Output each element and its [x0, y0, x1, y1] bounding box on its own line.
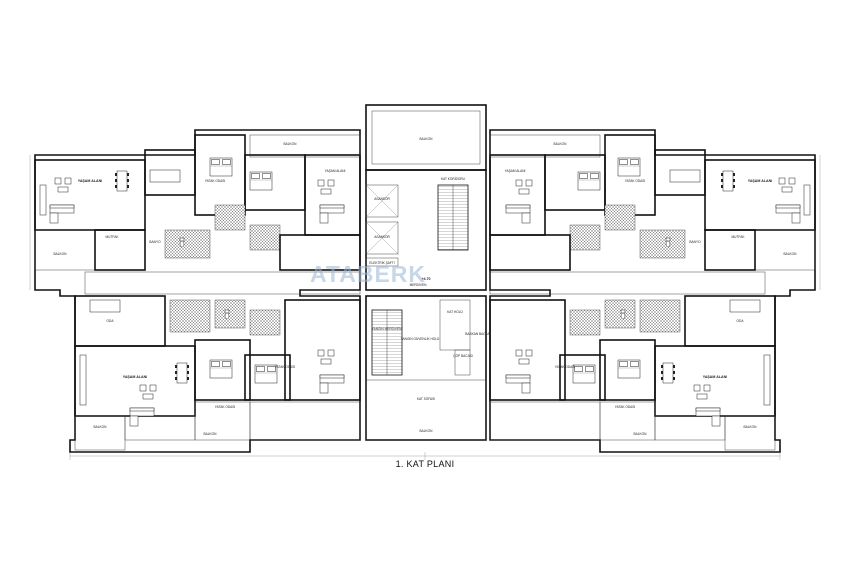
room-label: YATAK ODASI	[275, 365, 296, 369]
left-half-plan: YAŞAM ALANI YATAK ODASI MUTFAK BALKON BA…	[34, 129, 361, 453]
core-label: MERDİVEN	[410, 282, 428, 287]
core-label: KAT SOFASI	[417, 397, 435, 401]
room-label: YATAK ODASI	[205, 179, 226, 183]
core-label: ASANSÖR	[374, 197, 390, 201]
room-label: YAŞAM ALANI	[78, 179, 103, 183]
core-label: ÇÖP BACASI	[453, 354, 473, 358]
plan-title: 1. KAT PLANI	[396, 459, 455, 469]
room-label: YATAK ODASI	[615, 405, 636, 409]
room-label: BALKON	[634, 432, 648, 436]
core-label: KAT KORİDORU	[441, 176, 466, 181]
core-label: KAT HOLÜ	[447, 310, 463, 314]
room-label: ODA	[107, 319, 115, 323]
room-label: BALKON	[554, 142, 568, 146]
room-label: YAŞAM ALANI	[325, 169, 346, 173]
room-label: MUTFAK	[106, 235, 120, 239]
room-label: YAŞAM ALANI	[505, 169, 526, 173]
room-label: YATAK ODASI	[215, 405, 236, 409]
room-label: YATAK ODASI	[555, 365, 576, 369]
room-label: ODA	[737, 319, 745, 323]
core-label: BALKON	[420, 137, 434, 141]
room-label: BALKON	[94, 425, 108, 429]
right-half-plan: YAŞAM ALANI YATAK ODASI MUTFAK BALKON BA…	[489, 129, 816, 453]
core-label: ASANSÖR	[374, 235, 390, 239]
dimension-lines	[29, 155, 821, 460]
room-label: BALKON	[54, 252, 68, 256]
room-label: BALKON	[784, 252, 798, 256]
room-label: YAŞAM ALANI	[703, 375, 728, 379]
room-label: BALKON	[744, 425, 758, 429]
room-label: YATAK ODASI	[625, 179, 646, 183]
room-label: YAŞAM ALANI	[123, 375, 148, 379]
core-label: BALKON	[420, 429, 434, 433]
core-label: YANGIN GÜVENLİK HOLÜ	[401, 336, 440, 341]
room-label: BANYO	[689, 240, 701, 244]
room-label: YAŞAM ALANI	[748, 179, 773, 183]
room-label: BALKON	[204, 432, 218, 436]
core-label: YANGIN MERDİVENİ	[372, 326, 403, 331]
room-label: MUTFAK	[732, 235, 746, 239]
watermark-logo: ATABERK	[310, 261, 426, 287]
core-label: ELEKTRİK ŞAFTI	[369, 260, 394, 265]
central-core: ASANSÖR ASANSÖR ELEKTRİK ŞAFTI KAT KORİD…	[365, 104, 491, 441]
room-label: BALKON	[284, 142, 298, 146]
room-label: BANYO	[149, 240, 161, 244]
level-marker: +4.70	[421, 277, 430, 281]
core-label: BASKAN BACASI	[465, 332, 491, 336]
